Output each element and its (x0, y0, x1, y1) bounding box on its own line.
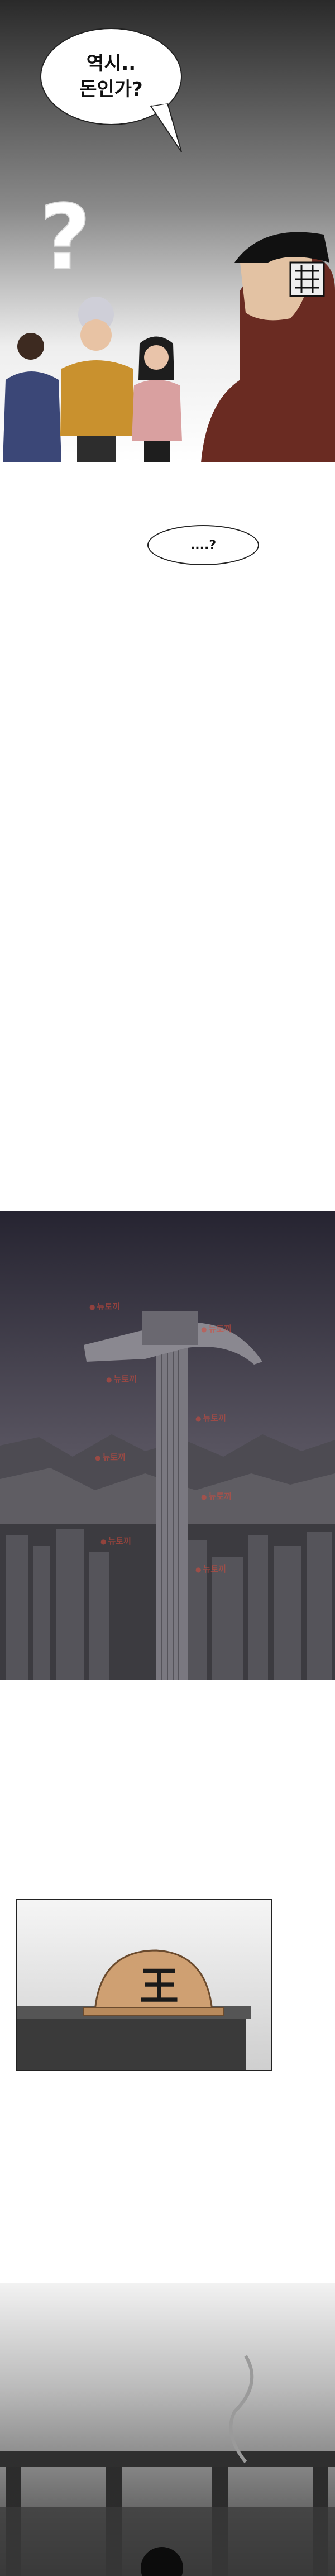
speech-line-2: 돈인가? (79, 78, 143, 101)
watermark: 뉴토끼 (201, 1490, 231, 1502)
panel-5-street (0, 2283, 335, 2576)
panel-1: ? 역시.. 돈인가? (0, 0, 335, 462)
character-foreground (201, 232, 335, 462)
character-blue-shirt (3, 333, 61, 462)
watermark: 뉴토끼 (100, 1535, 131, 1547)
watermark: 뉴토끼 (89, 1300, 119, 1312)
speech-line-1: 역시.. (86, 53, 136, 75)
svg-text:王: 王 (140, 1963, 179, 2009)
question-mark-symbol: ? (39, 185, 91, 289)
head-silhouette (141, 2547, 183, 2576)
street-art (0, 2283, 335, 2576)
speech-bubble-tail (150, 100, 182, 152)
watermark: 뉴토끼 (106, 1373, 136, 1385)
character-woman (132, 336, 182, 462)
speech-small-text: ....? (190, 538, 217, 552)
watermark: 뉴토끼 (95, 1451, 125, 1463)
tower (156, 1323, 188, 1680)
watermark: 뉴토끼 (195, 1563, 226, 1575)
cityscape-art (0, 1211, 335, 1680)
watermark: 뉴토끼 (201, 1323, 231, 1334)
watermark: 뉴토끼 (195, 1412, 226, 1424)
panel-4-helmet: 王 (16, 1899, 272, 2071)
speech-bubble-small: ....? (147, 525, 259, 565)
helmet-art: 王 (17, 1900, 271, 2070)
speech-bubble-large: 역시.. 돈인가? (40, 28, 182, 125)
panel-3-cityscape: 뉴토끼 뉴토끼 뉴토끼 뉴토끼 뉴토끼 뉴토끼 뉴토끼 뉴토끼 (0, 1211, 335, 1680)
character-yellow-shirt (60, 297, 135, 462)
